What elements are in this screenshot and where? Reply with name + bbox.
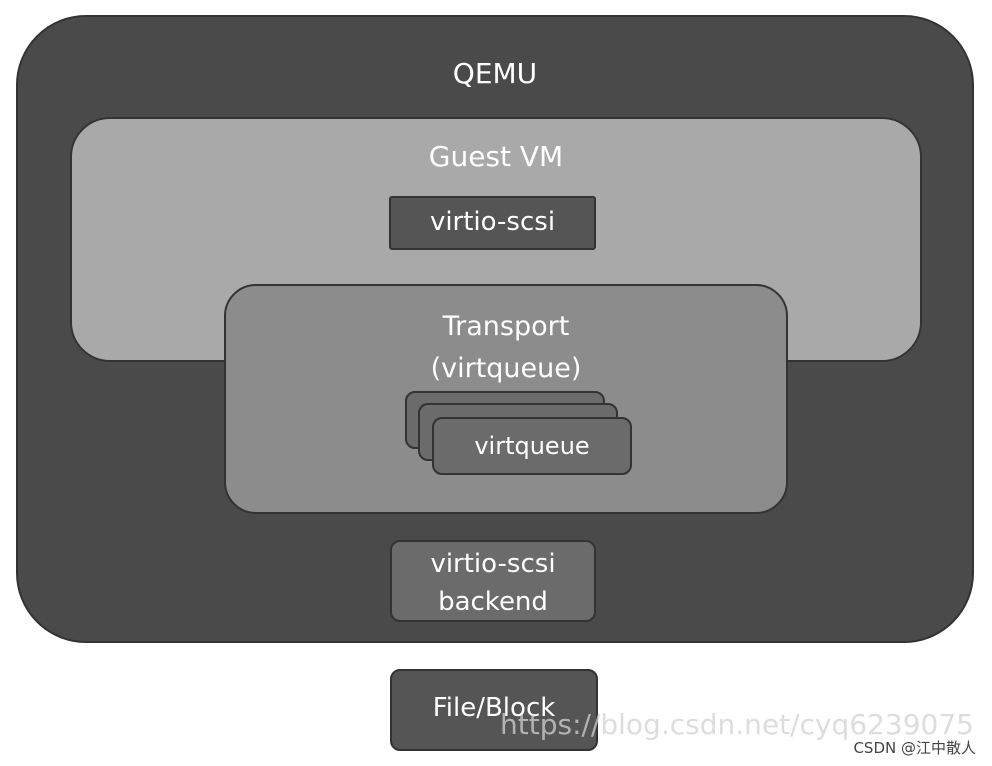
- watermark-credit: CSDN @江中散人: [853, 739, 976, 757]
- virtio-scsi-box: virtio-scsi: [389, 196, 596, 250]
- virtqueue-label: virtqueue: [474, 432, 590, 460]
- virtio-scsi-label: virtio-scsi: [429, 207, 556, 237]
- guest-vm-title: Guest VM: [428, 140, 564, 173]
- qemu-title: QEMU: [452, 57, 538, 90]
- virtio-scsi-backend-label: virtio-scsi backend: [430, 549, 556, 617]
- watermark-url: https://blog.csdn.net/cyq6239075: [500, 708, 974, 741]
- virtio-scsi-backend-box: virtio-scsi backend: [390, 540, 596, 622]
- file-block-label: File/Block: [432, 693, 556, 723]
- transport-title: Transport (virtqueue): [430, 311, 582, 384]
- virtqueue-box: virtqueue: [432, 417, 632, 475]
- file-block-box: File/Block: [390, 669, 598, 751]
